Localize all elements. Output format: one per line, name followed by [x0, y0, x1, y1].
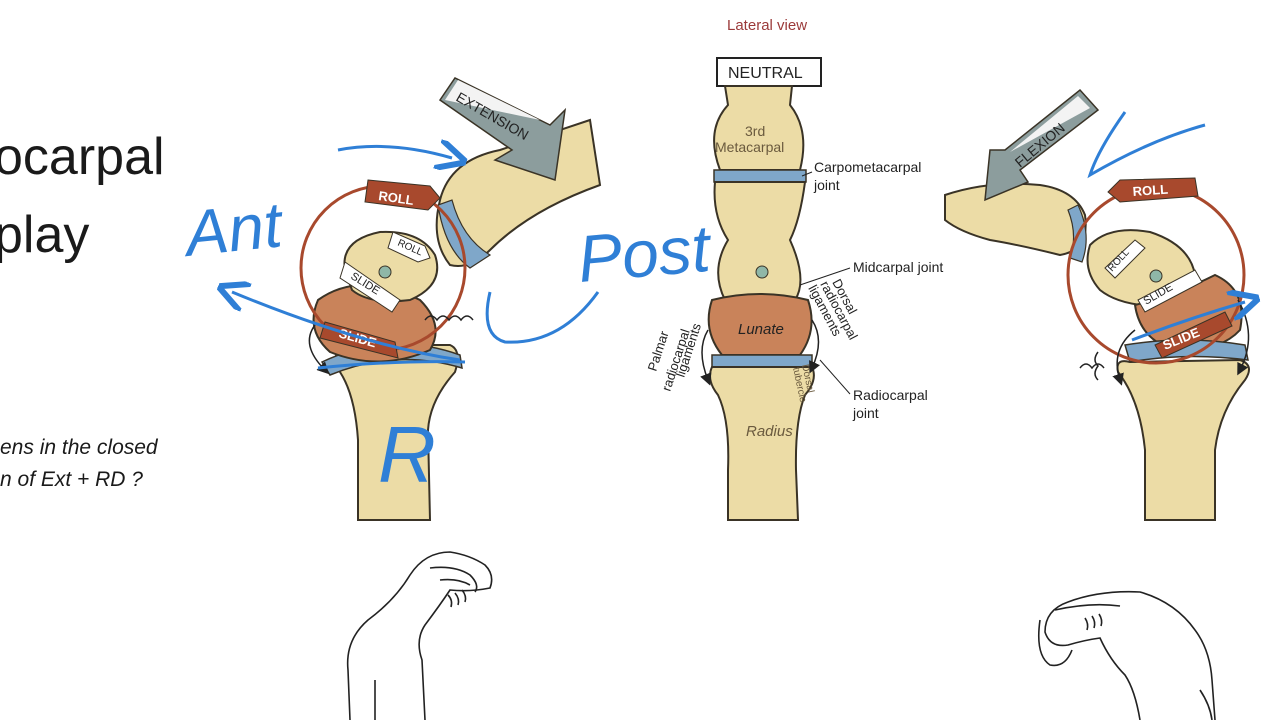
hand-flexion-drawing	[1039, 592, 1215, 720]
post-annotation: Post	[575, 210, 716, 295]
ink-arrow-top	[338, 146, 452, 158]
midcarpal-label: Midcarpal joint	[853, 259, 943, 275]
ink-curve-post	[487, 292, 598, 342]
left-axis-dot	[379, 266, 391, 278]
flexion-arrow: FLEXION	[985, 90, 1098, 200]
r-annotation: R	[378, 410, 436, 499]
metacarpal-label: Metacarpal	[715, 139, 784, 155]
radiocarpal-label-1: Radiocarpal	[853, 387, 928, 403]
radius-label: Radius	[746, 423, 793, 440]
radiocarpal-label-2: joint	[852, 405, 879, 421]
capitate-bone	[715, 182, 805, 300]
right-roll-label: ROLL	[1132, 182, 1168, 199]
ink-check-flexion	[1090, 112, 1205, 175]
ant-annotation: Ant	[178, 188, 287, 270]
third-label: 3rd	[745, 123, 765, 139]
hand-extension-drawing	[348, 552, 492, 720]
right-radius-bone	[1118, 360, 1250, 520]
neutral-label: NEUTRAL	[728, 65, 803, 82]
carpometacarpal-label-2: joint	[813, 177, 840, 193]
right-axis-dot	[1150, 270, 1162, 282]
view-label: Lateral view	[727, 17, 807, 34]
lunate-label: Lunate	[738, 321, 784, 338]
extension-figure: EXTENSION ROLL ROLL SLIDE SLIDE	[301, 78, 600, 520]
right-metacarpal-bone	[945, 184, 1086, 255]
right-roll-arrow: ROLL	[1108, 178, 1198, 202]
carpometacarpal-label-1: Carpometacarpal	[814, 159, 921, 175]
neutral-axis-dot	[756, 266, 768, 278]
left-roll-arrow: ROLL	[365, 180, 440, 210]
